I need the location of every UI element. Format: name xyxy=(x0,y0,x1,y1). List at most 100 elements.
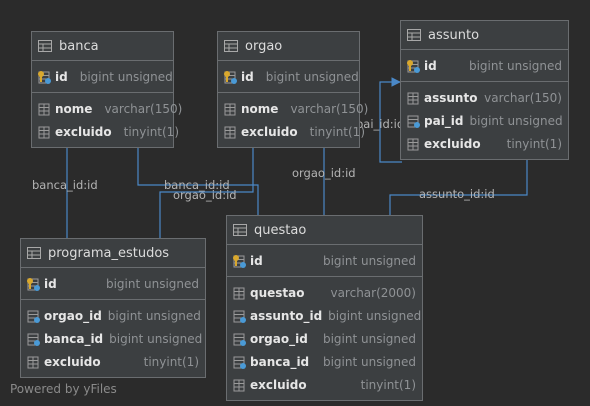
column-name: id xyxy=(250,253,263,268)
column-icon xyxy=(27,356,39,368)
foreign-key-column-icon xyxy=(233,356,246,369)
column-name: banca_id xyxy=(250,354,310,369)
table-name: orgao xyxy=(245,38,283,54)
primary-key-section: id bigint unsigned xyxy=(401,50,568,81)
table-questao[interactable]: questao id bigint unsigned questao varchar… xyxy=(226,215,423,401)
column-row[interactable]: excluido tinyint(1) xyxy=(227,373,422,396)
column-icon xyxy=(224,103,236,115)
table-name: banca xyxy=(59,38,99,54)
key-column-icon xyxy=(407,59,420,73)
primary-key-section: id bigint unsigned xyxy=(227,245,422,276)
column-icon xyxy=(233,379,245,391)
link-label: orgao_id:id xyxy=(292,166,356,180)
column-icon xyxy=(233,287,245,299)
table-header: questao xyxy=(227,216,422,245)
table-icon xyxy=(224,40,238,52)
link-assunto-self xyxy=(379,77,402,163)
table-header: orgao xyxy=(218,32,359,61)
primary-key-section: id bigint unsigned xyxy=(32,61,173,92)
column-type: bigint unsigned xyxy=(105,276,199,291)
link-questao-banca xyxy=(133,134,259,215)
table-header: banca xyxy=(32,32,173,61)
column-name: nome xyxy=(241,101,279,116)
column-type: bigint unsigned xyxy=(79,69,173,84)
column-name: assunto_id xyxy=(250,308,323,323)
link-questao-assunto xyxy=(389,146,532,215)
column-icon xyxy=(407,138,419,150)
column-name: id xyxy=(424,58,437,73)
column-row[interactable]: nome varchar(150) xyxy=(32,97,182,120)
column-type: bigint unsigned xyxy=(322,253,416,268)
column-name: id xyxy=(44,276,57,291)
column-type: varchar(2000) xyxy=(330,285,416,300)
table-name: questao xyxy=(254,222,307,238)
column-type: varchar(150) xyxy=(484,90,562,105)
column-row[interactable]: excluido tinyint(1) xyxy=(21,350,205,373)
column-type: varchar(150) xyxy=(104,101,183,116)
column-type: bigint unsigned xyxy=(328,308,422,323)
table-programa-estudos[interactable]: programa_estudos id bigint unsigned orgao… xyxy=(20,238,206,378)
footer-credit: Powered by yFiles xyxy=(10,382,117,396)
columns-section: questao varchar(2000) assunto_id bigint uns… xyxy=(227,276,422,400)
column-type: tinyint(1) xyxy=(360,377,416,392)
table-icon xyxy=(27,247,41,259)
column-name: questao xyxy=(250,285,305,300)
table-header: programa_estudos xyxy=(21,239,205,268)
column-icon xyxy=(224,126,236,138)
link-label: pai_id:id xyxy=(356,117,405,131)
column-type: varchar(150) xyxy=(290,101,369,116)
column-name: banca_id xyxy=(44,331,104,346)
link-programa-orgao xyxy=(159,134,258,238)
column-icon xyxy=(38,103,50,115)
columns-section: nome varchar(150) excluido tinyint(1) xyxy=(32,92,182,147)
column-row[interactable]: id bigint unsigned xyxy=(32,65,173,88)
column-row[interactable]: assunto varchar(150) xyxy=(401,86,568,109)
column-type: tinyint(1) xyxy=(123,124,179,139)
table-banca[interactable]: banca id bigint unsigned nome varchar(150)… xyxy=(31,31,182,148)
column-row[interactable]: nome varchar(150) xyxy=(218,97,368,120)
column-type: bigint unsigned xyxy=(469,113,563,128)
columns-section: assunto varchar(150) pai_id bigint unsigned… xyxy=(401,81,568,159)
table-assunto[interactable]: assunto id bigint unsigned assunto varchar… xyxy=(400,20,569,160)
table-icon xyxy=(38,40,52,52)
key-column-icon xyxy=(38,70,51,84)
key-column-icon xyxy=(27,277,40,291)
column-name: nome xyxy=(55,101,93,116)
column-row[interactable]: banca_id bigint unsigned xyxy=(21,327,205,350)
column-type: bigint unsigned xyxy=(109,331,203,346)
column-type: tinyint(1) xyxy=(309,124,365,139)
column-type: tinyint(1) xyxy=(143,354,199,369)
column-name: pai_id xyxy=(424,113,464,128)
column-row[interactable]: id bigint unsigned xyxy=(401,54,568,77)
key-column-icon xyxy=(224,70,237,84)
column-name: id xyxy=(55,69,68,84)
column-row[interactable]: excluido tinyint(1) xyxy=(32,120,179,143)
link-label: banca_id:id xyxy=(32,178,98,192)
column-name: excluido xyxy=(44,354,101,369)
column-name: excluido xyxy=(250,377,307,392)
column-row[interactable]: assunto_id bigint unsigned xyxy=(227,304,422,327)
column-row[interactable]: questao varchar(2000) xyxy=(227,281,422,304)
column-row[interactable]: id bigint unsigned xyxy=(21,272,205,295)
table-icon xyxy=(233,224,247,236)
table-name: programa_estudos xyxy=(48,245,170,261)
column-row[interactable]: pai_id bigint unsigned xyxy=(401,109,568,132)
column-name: assunto xyxy=(424,90,478,105)
column-type: bigint unsigned xyxy=(468,58,562,73)
table-header: assunto xyxy=(401,21,568,50)
column-row[interactable]: id bigint unsigned xyxy=(227,249,422,272)
column-icon xyxy=(407,92,419,104)
key-column-icon xyxy=(233,254,246,268)
column-name: excluido xyxy=(55,124,112,139)
